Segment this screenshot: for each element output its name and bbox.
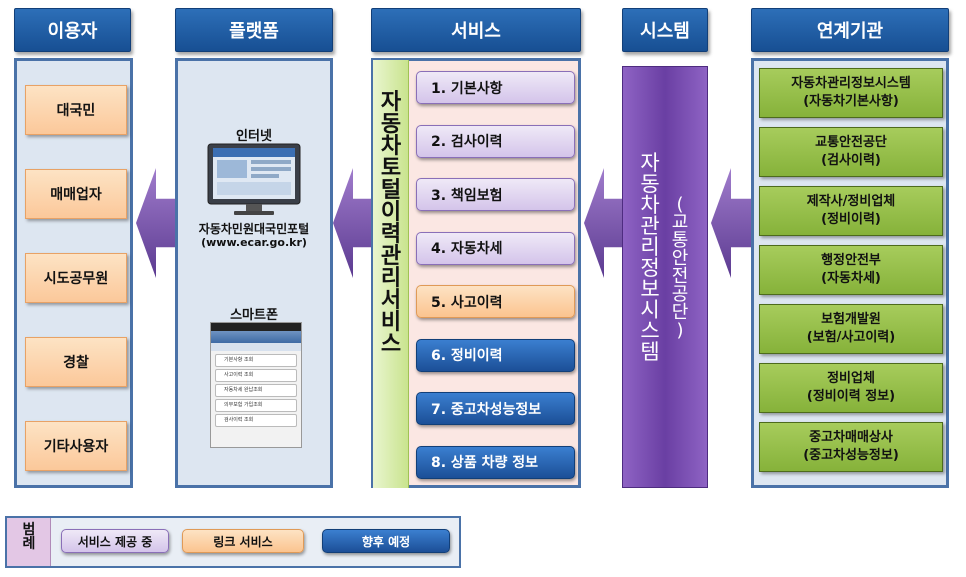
header-system: 시스템: [622, 8, 708, 52]
agency-box: 보험개발원 (보험/사고이력): [759, 304, 943, 354]
smartphone-label: 스마트폰: [230, 308, 278, 323]
monitor-icon: [206, 142, 302, 217]
internet-label: 인터넷: [236, 129, 272, 144]
service-item: 4. 자동차세: [416, 231, 575, 265]
agency-detail: (정비이력): [821, 212, 881, 227]
legend-item: 서비스 제공 중: [61, 529, 169, 553]
phone-menu-item: 자동차세 완납조회: [215, 384, 297, 397]
agency-box: 교통안전공단 (검사이력): [759, 127, 943, 177]
service-item: 7. 중고차성능정보: [416, 392, 575, 425]
service-title-banner: [373, 60, 409, 488]
legend-item: 향후 예정: [322, 529, 450, 553]
agency-name: 제작사/정비업체: [806, 194, 896, 209]
arrow-agencies-to-system: [711, 168, 751, 278]
agency-box: 자동차관리정보시스템 (자동차기본사항): [759, 68, 943, 118]
agency-detail: (검사이력): [821, 153, 881, 168]
user-box: 대국민: [25, 85, 127, 135]
agency-box: 행정안전부 (자동차세): [759, 245, 943, 295]
service-item: 3. 책임보험: [416, 178, 575, 211]
user-box: 기타사용자: [25, 421, 127, 471]
header-platform: 플랫폼: [175, 8, 333, 52]
user-box: 경찰: [25, 337, 127, 387]
agency-detail: (중고차성능정보): [803, 448, 899, 463]
header-agencies: 연계기관: [751, 8, 949, 52]
agency-box: 중고차매매상사 (중고차성능정보): [759, 422, 943, 472]
arrow-platform-to-users: [136, 168, 176, 278]
agency-detail: (자동차기본사항): [803, 94, 899, 109]
service-item: 5. 사고이력: [416, 285, 575, 318]
arrow-service-to-platform: [333, 168, 373, 278]
internet-caption: 자동차민원대국민포털: [198, 222, 310, 236]
agency-detail: (정비이력 정보): [806, 389, 896, 404]
agency-name: 자동차관리정보시스템: [791, 76, 911, 91]
phone-menu-item: 의무보험 가입조회: [215, 399, 297, 412]
service-item: 2. 검사이력: [416, 124, 575, 158]
phone-menu-item: 기본사항 조회: [215, 354, 297, 367]
user-box: 시도공무원: [25, 253, 127, 303]
agency-name: 행정안전부: [821, 253, 881, 268]
agency-name: 정비업체: [827, 371, 875, 386]
agency-detail: (보험/사고이력): [806, 330, 896, 345]
legend-title-box: [7, 518, 51, 566]
service-item: 1. 기본사항: [416, 71, 575, 104]
internet-url: (www.ecar.go.kr): [201, 236, 307, 249]
user-box: 매매업자: [25, 169, 127, 219]
service-item: 8. 상품 차량 정보: [416, 445, 575, 479]
agency-box: 제작사/정비업체 (정비이력): [759, 186, 943, 236]
header-users: 이용자: [14, 8, 131, 52]
phone-menu-item: 검사이력 조회: [215, 414, 297, 427]
header-service: 서비스: [371, 8, 581, 52]
agency-name: 보험개발원: [821, 312, 881, 327]
agency-name: 중고차매매상사: [809, 430, 893, 445]
phone-menu-item: 사고이력 조회: [215, 369, 297, 382]
service-item: 6. 정비이력: [416, 338, 575, 372]
system-panel: [622, 66, 708, 488]
agency-detail: (자동차세): [821, 271, 881, 286]
agency-box: 정비업체 (정비이력 정보): [759, 363, 943, 413]
agency-name: 교통안전공단: [815, 135, 887, 150]
legend-item: 링크 서비스: [182, 529, 304, 553]
arrow-system-to-service: [584, 168, 624, 278]
